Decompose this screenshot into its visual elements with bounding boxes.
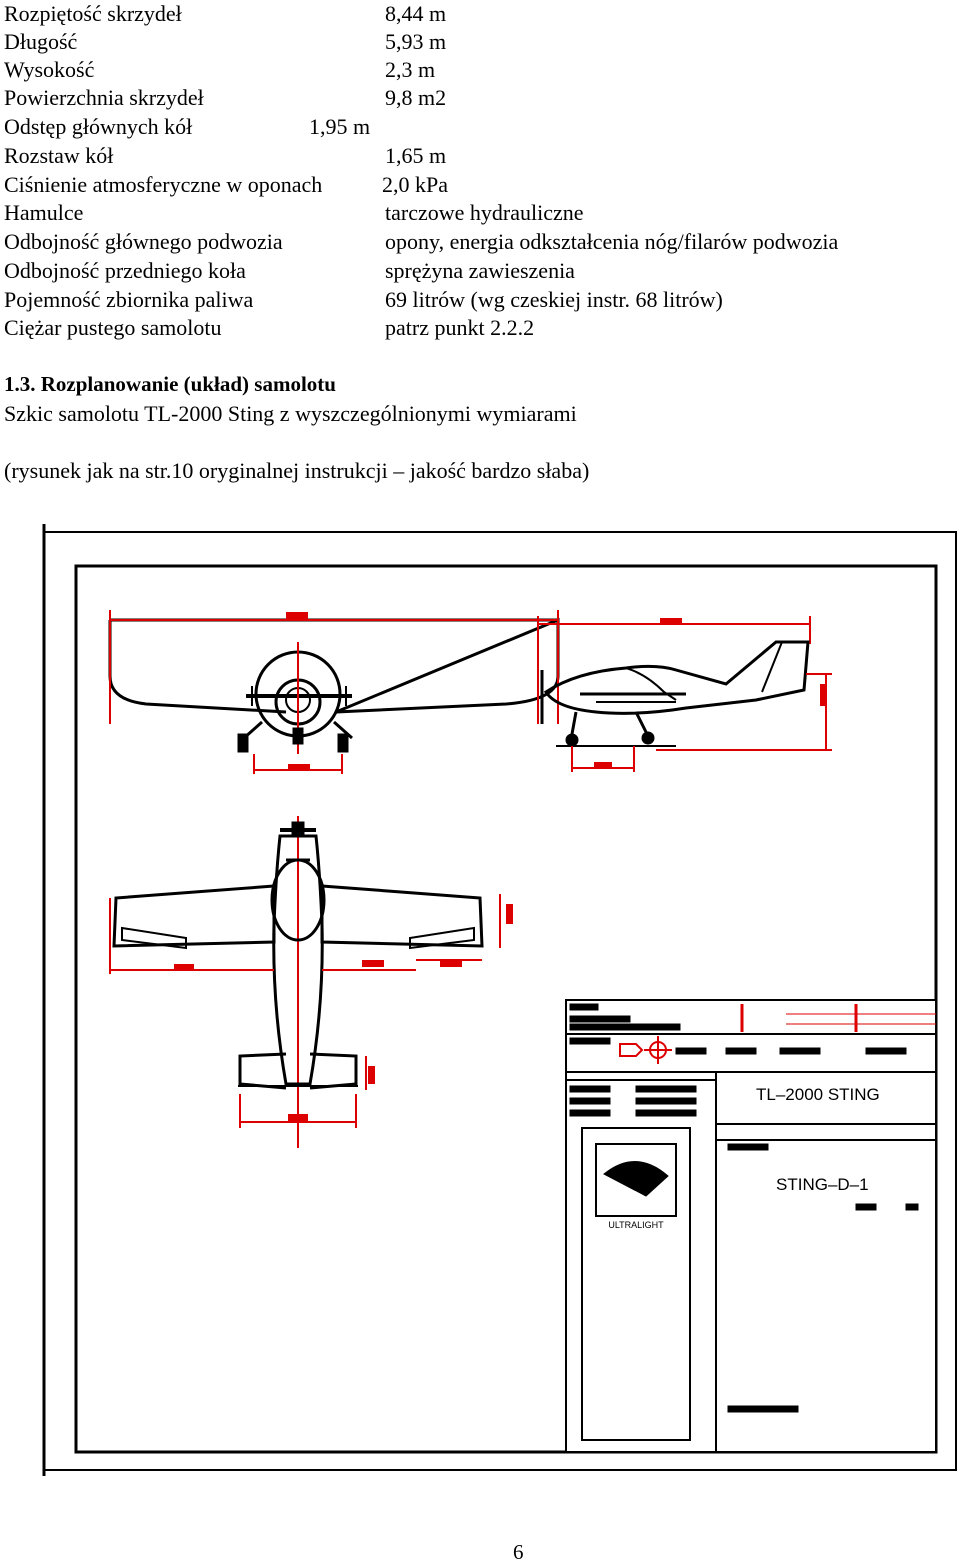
- section-note: (rysunek jak na str.10 oryginalnej instr…: [4, 458, 590, 483]
- section-subtitle: Szkic samolotu TL-2000 Sting z wyszczegó…: [4, 401, 577, 426]
- spec-value: sprężyna zawieszenia: [385, 258, 575, 283]
- spec-value: opony, energia odkształcenia nóg/filarów…: [385, 229, 839, 254]
- spec-value: 8,44 m: [385, 1, 447, 26]
- spec-value: 1,65 m: [385, 143, 447, 168]
- spec-value: 2,3 m: [385, 57, 436, 82]
- spec-value: tarczowe hydrauliczne: [385, 200, 584, 225]
- drawing-number: STING–D–1: [776, 1175, 869, 1194]
- spec-label: Odbojność przedniego koła: [4, 258, 246, 283]
- spec-label: Rozstaw kół: [4, 143, 114, 168]
- spec-label: Powierzchnia skrzydeł: [4, 85, 204, 110]
- title-block: ULTRALIGHT TL–2000 STING STING–D–1: [565, 999, 937, 1453]
- model-label: TL–2000 STING: [756, 1085, 880, 1104]
- spec-label: Odstęp głównych kół: [4, 114, 193, 139]
- spec-value: patrz punkt 2.2.2: [385, 315, 535, 340]
- spec-label: Ciężar pustego samolotu: [4, 315, 222, 340]
- spec-value: 9,8 m2: [385, 85, 447, 110]
- top-view: [109, 816, 513, 1148]
- section-heading: 1.3. Rozplanowanie (układ) samolotu: [4, 372, 336, 396]
- spec-value: 2,0 kPa: [382, 172, 448, 197]
- spec-label: Pojemność zbiornika paliwa: [4, 287, 254, 312]
- logo-text: ULTRALIGHT: [608, 1220, 664, 1230]
- spec-value: 69 litrów (wg czeskiej instr. 68 litrów): [385, 287, 723, 312]
- spec-label: Ciśnienie atmosferyczne w oponach: [4, 172, 323, 197]
- spec-label: Rozpiętość skrzydeł: [4, 1, 182, 26]
- spec-label: Wysokość: [4, 57, 95, 82]
- side-view: [537, 616, 832, 772]
- aircraft-drawing: ULTRALIGHT TL–2000 STING STING–D–1: [36, 524, 960, 1476]
- spec-value: 1,95 m: [309, 114, 371, 139]
- spec-label: Długość: [4, 29, 78, 54]
- spec-label: Hamulce: [4, 200, 84, 225]
- spec-value: 5,93 m: [385, 29, 447, 54]
- front-view: [108, 610, 560, 774]
- spec-label: Odbojność głównego podwozia: [4, 229, 283, 254]
- page-number: 6: [513, 1540, 524, 1564]
